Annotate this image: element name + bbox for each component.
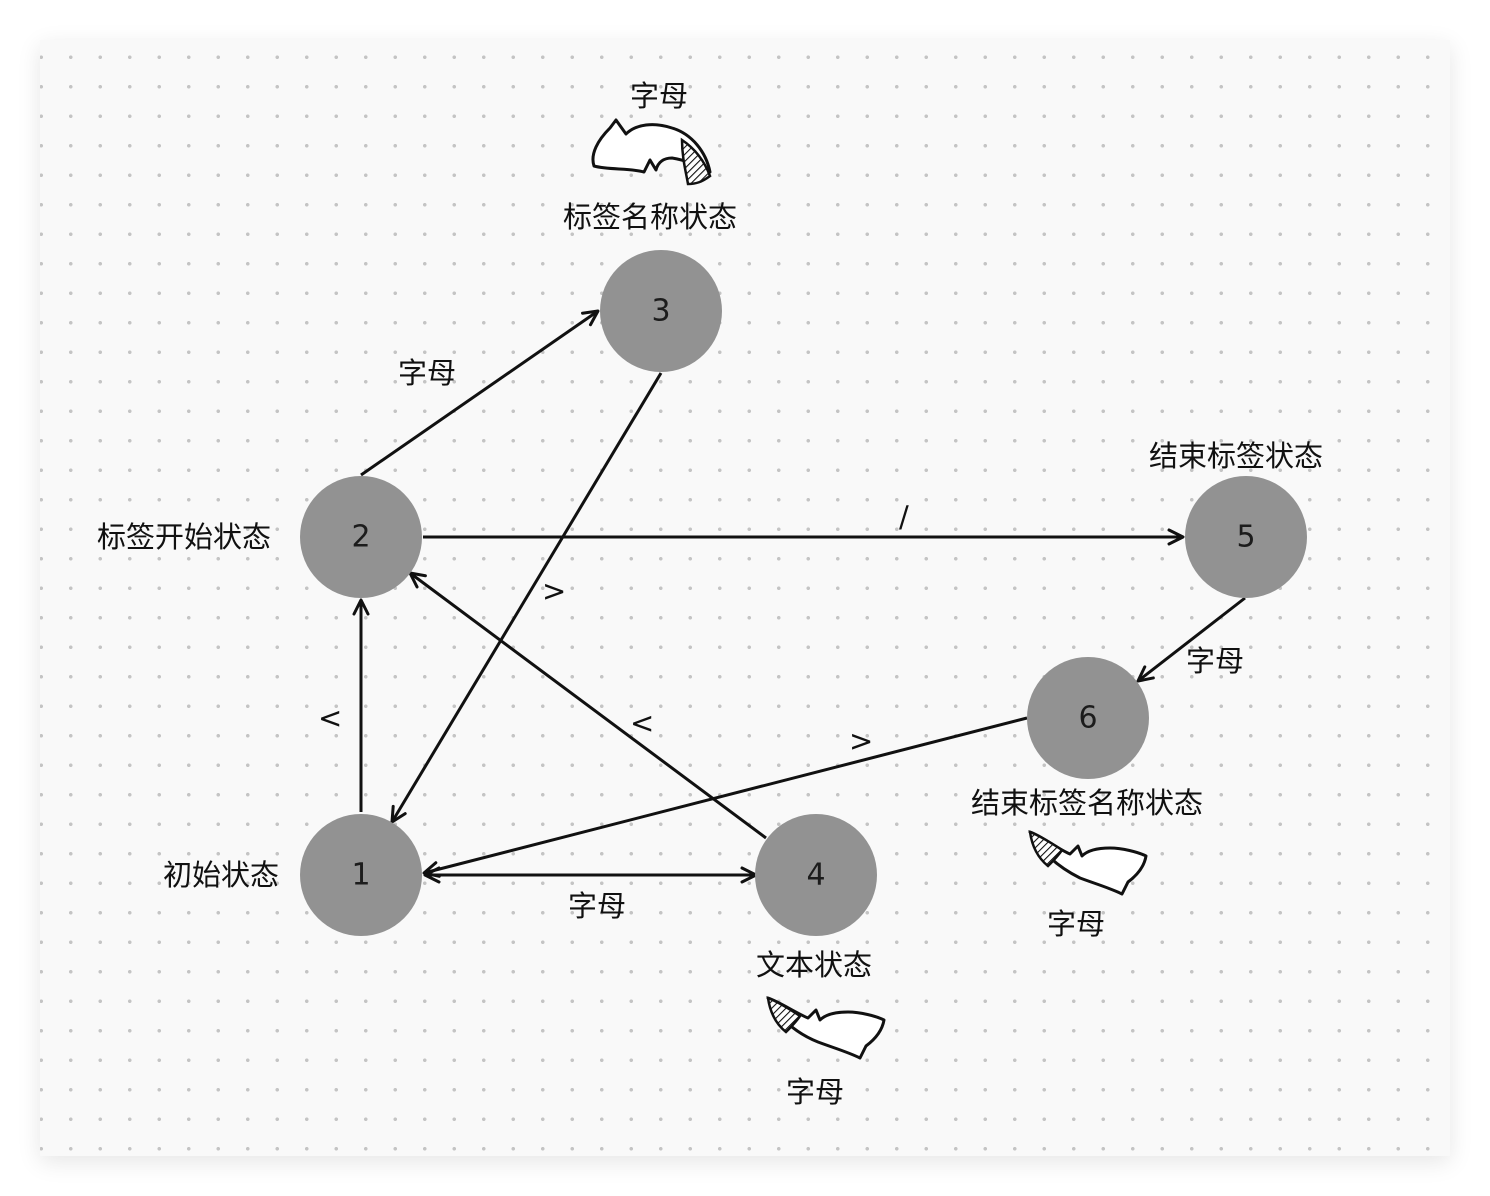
edge-2-to-3 [360,309,600,477]
self-loop-node-6: 字母 [1028,830,1148,941]
edge-5-to-6 [1136,596,1246,683]
node-4-circle[interactable] [755,814,877,936]
self-loop-label-3: 字母 [630,79,688,113]
edge-6-to-1 [422,716,1028,878]
node-4-number: 4 [806,858,825,893]
node-6-label: 结束标签名称状态 [971,786,1203,820]
node-5[interactable]: 5 结束标签状态 [1149,439,1323,598]
node-2-circle[interactable] [300,476,422,598]
node-6-number: 6 [1078,701,1097,736]
edge-label-4-to-2: < [630,706,654,740]
edge-label-2-to-5: / [899,500,909,534]
self-loop-label-4: 字母 [786,1075,844,1109]
edge-label-1-to-4: 字母 [568,889,626,923]
node-2-number: 2 [351,520,370,555]
edge-4-to-2 [408,571,767,840]
node-3-number: 3 [651,294,670,329]
self-loop-node-3: 字母 [591,79,712,186]
edges: < 字母 > / < 字母 > 字母 [318,309,1246,923]
edge-label-2-to-3: 字母 [398,356,456,390]
node-2[interactable]: 2 标签开始状态 [97,476,422,598]
edge-label-6-to-1: > [849,724,873,758]
dotted-grid-board [40,40,1450,1156]
node-6-circle[interactable] [1027,657,1149,779]
node-6[interactable]: 6 结束标签名称状态 [971,657,1203,820]
node-4[interactable]: 4 文本状态 [755,814,877,982]
edge-3-to-1 [390,372,663,824]
self-loop-label-6: 字母 [1047,907,1105,941]
node-3-label: 标签名称状态 [563,200,737,234]
edge-label-5-to-6: 字母 [1186,644,1244,678]
self-loop-node-4: 字母 [766,996,886,1109]
curved-arrow-icon [766,996,886,1060]
node-5-circle[interactable] [1185,476,1307,598]
node-1-circle[interactable] [300,814,422,936]
curved-arrow-icon [1028,830,1148,896]
node-1-number: 1 [351,858,370,893]
node-5-label: 结束标签状态 [1149,439,1323,473]
node-5-number: 5 [1236,520,1255,555]
node-1-label: 初始状态 [163,858,279,892]
curved-arrow-icon [591,118,712,186]
node-2-label: 标签开始状态 [97,520,271,554]
node-1[interactable]: 1 初始状态 [163,814,422,936]
node-4-label: 文本状态 [756,948,872,982]
edge-label-3-to-1: > [542,574,566,608]
edge-label-1-to-2: < [318,701,342,735]
node-3-circle[interactable] [600,250,722,372]
node-3[interactable]: 3 标签名称状态 [563,200,737,372]
